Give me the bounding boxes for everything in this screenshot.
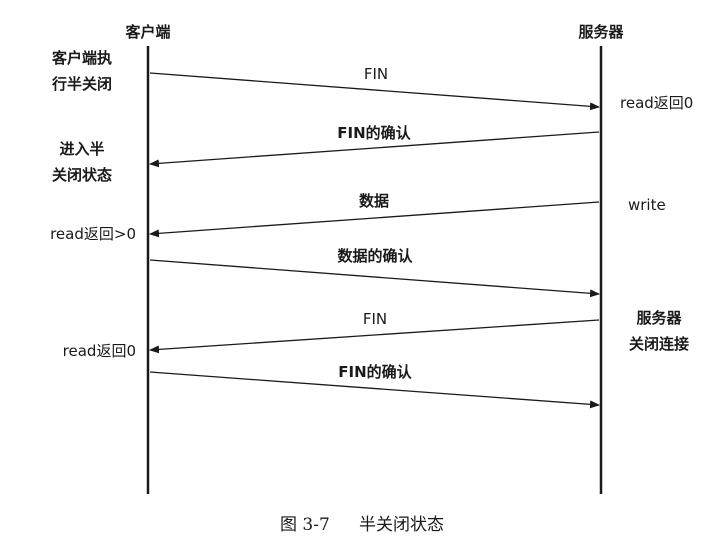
message-arrow-data-ack-client-to-server xyxy=(149,259,600,298)
server-event-close-line1: 服务器 xyxy=(636,309,682,327)
message-label-fin-1: FIN xyxy=(364,65,388,83)
server-event-read-zero: read返回0 xyxy=(620,94,693,112)
figure-number: 图 3-7 xyxy=(280,515,330,535)
message-label-fin-ack-2: FIN的确认 xyxy=(338,363,412,381)
client-event-enter-half-close-line2: 关闭状态 xyxy=(52,166,112,184)
client-event-read-zero: read返回0 xyxy=(63,342,136,360)
message-label-fin-ack-1: FIN的确认 xyxy=(337,124,411,142)
server-event-close-line2: 关闭连接 xyxy=(629,335,689,353)
server-event-write: write xyxy=(628,196,666,214)
message-label-fin-2: FIN xyxy=(363,310,387,328)
message-arrow-fin-ack-client-to-server xyxy=(149,371,600,409)
client-event-half-close-line1: 客户端执 xyxy=(51,49,112,67)
message-label-data: 数据 xyxy=(359,192,389,210)
client-event-enter-half-close-line1: 进入半 xyxy=(59,140,104,158)
message-arrow-data-server-to-client xyxy=(149,201,600,238)
figure-title: 半关闭状态 xyxy=(359,515,444,535)
client-event-read-positive: read返回>0 xyxy=(50,225,136,243)
message-label-data-ack: 数据的确认 xyxy=(337,247,413,265)
message-arrow-fin-server-to-client xyxy=(149,319,600,354)
message-arrow-fin-ack-server-to-client xyxy=(149,131,600,168)
message-arrow-fin-client-to-server xyxy=(149,72,600,111)
server-lifeline-title: 服务器 xyxy=(578,23,624,41)
client-event-half-close-line2: 行半关闭 xyxy=(51,75,112,93)
client-lifeline-title: 客户端 xyxy=(124,23,170,41)
